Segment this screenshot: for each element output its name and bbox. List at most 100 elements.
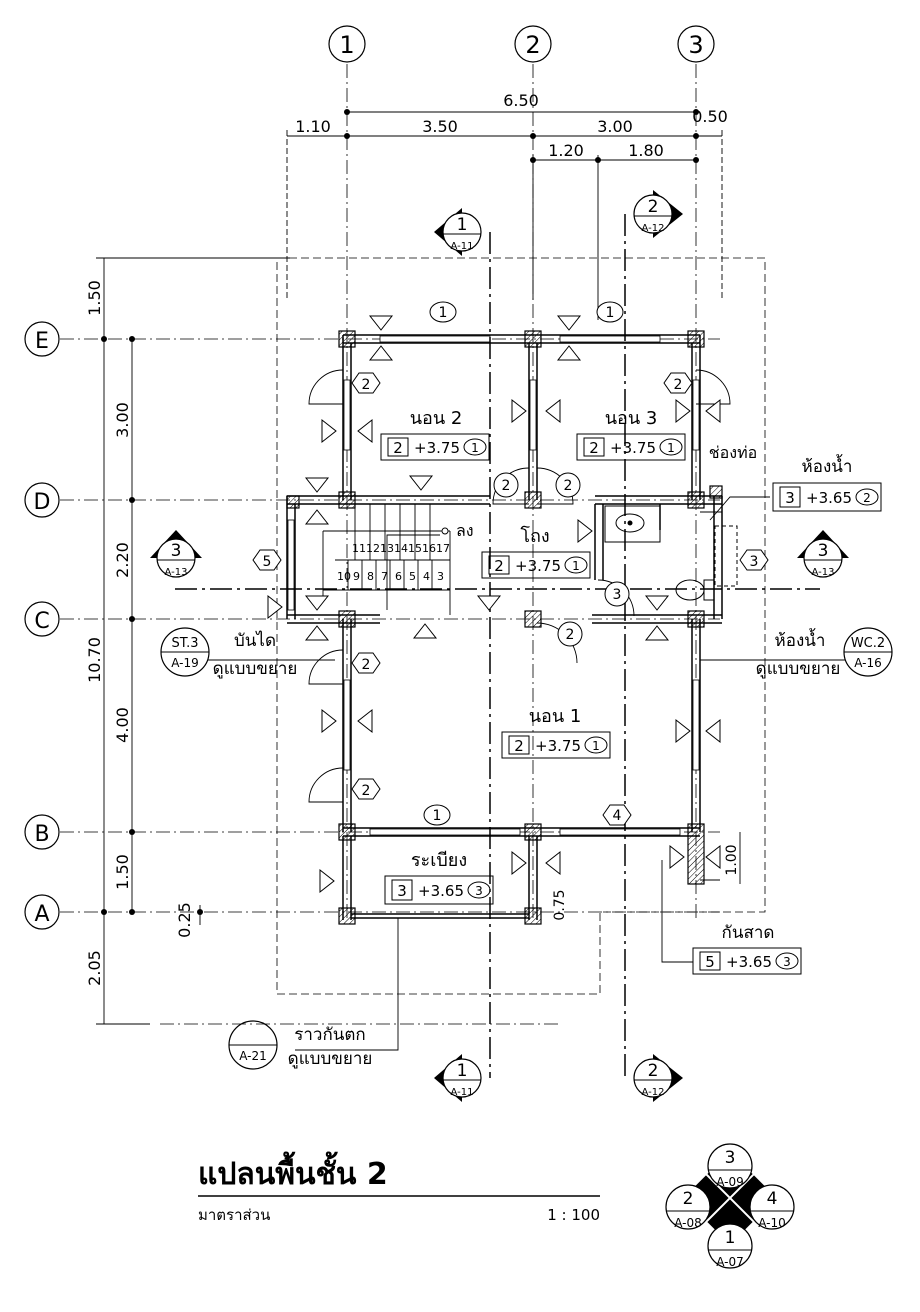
section-marker-3-left: 3 A-13 (150, 530, 202, 578)
room-hall: โถง 2 +3.75 1 (481, 525, 591, 579)
svg-text:ดูแบบขยาย: ดูแบบขยาย (756, 659, 841, 679)
dim-left-2-20: 2.20 (113, 542, 132, 578)
svg-text:2: 2 (514, 737, 524, 755)
svg-text:1: 1 (433, 808, 442, 824)
svg-text:+3.75: +3.75 (535, 737, 581, 755)
svg-text:ST.3: ST.3 (171, 636, 198, 651)
svg-text:นอน 1: นอน 1 (529, 706, 582, 727)
grid-bubble-E: E (24, 321, 60, 357)
svg-text:3: 3 (613, 587, 622, 603)
svg-text:โถง: โถง (520, 525, 549, 547)
svg-text:A-13: A-13 (812, 567, 835, 578)
svg-text:2: 2 (494, 557, 504, 575)
svg-text:2: 2 (393, 439, 403, 457)
svg-text:3: 3 (785, 489, 795, 507)
svg-text:+3.65: +3.65 (726, 953, 772, 971)
svg-text:D: D (34, 490, 51, 515)
stair-down-label: ลง (456, 521, 474, 540)
room-balcony: ระเบียง 3 +3.65 3 (384, 850, 494, 905)
svg-text:3: 3 (688, 31, 703, 59)
svg-text:2: 2 (362, 783, 371, 799)
dim-left-3-00: 3.00 (113, 402, 132, 438)
door-tags: 2 2 2 2 3 2 2 2 5 3 (252, 372, 769, 800)
svg-text:5: 5 (263, 554, 272, 570)
svg-text:A-12: A-12 (642, 1087, 665, 1098)
svg-text:11: 11 (352, 542, 366, 555)
stair-step-numbers: 11 12 13 14 15 16 17 10 9 8 7 6 5 4 3 (337, 542, 450, 583)
dim-0-75: 0.75 (552, 889, 568, 920)
svg-text:12: 12 (366, 542, 380, 555)
svg-text:2: 2 (648, 1061, 659, 1081)
svg-text:A-13: A-13 (165, 567, 188, 578)
svg-text:+3.65: +3.65 (806, 489, 852, 507)
dim-1-10: 1.10 (295, 117, 331, 136)
svg-text:1: 1 (572, 559, 580, 573)
columns (286, 330, 723, 925)
svg-text:2: 2 (674, 377, 683, 393)
roof-outline (276, 257, 766, 995)
dim-1-80: 1.80 (628, 141, 664, 160)
svg-text:3: 3 (437, 570, 444, 583)
svg-text:9: 9 (353, 570, 360, 583)
svg-text:2: 2 (648, 197, 659, 217)
bathroom-detail-ref: WC.2 A-16 ห้องน้ำ ดูแบบขยาย (756, 627, 893, 679)
svg-text:2: 2 (566, 627, 575, 643)
dim-1-20: 1.20 (548, 141, 584, 160)
svg-text:2: 2 (362, 377, 371, 393)
svg-text:3: 3 (475, 884, 483, 898)
svg-text:2: 2 (362, 657, 371, 673)
section-marker-2-top: 2 A-12 (633, 190, 683, 238)
svg-text:4: 4 (423, 570, 430, 583)
svg-text:ดูแบบขยาย: ดูแบบขยาย (288, 1049, 373, 1069)
svg-text:3: 3 (750, 554, 759, 570)
dim-0-50: 0.50 (692, 107, 728, 126)
section-marker-1-top: 1 A-11 (434, 208, 482, 256)
grid-bubble-C: C (24, 601, 60, 637)
svg-text:A-07: A-07 (716, 1255, 744, 1269)
dim-left-4-00: 4.00 (113, 707, 132, 743)
svg-text:ห้องน้ำ: ห้องน้ำ (775, 628, 826, 651)
svg-text:นอน 3: นอน 3 (605, 408, 658, 429)
dim-left-1-50b: 1.50 (113, 854, 132, 890)
dim-left-total: 10.70 (85, 637, 104, 683)
room-bedroom-1: นอน 1 2 +3.75 1 (501, 706, 611, 759)
svg-text:+3.75: +3.75 (515, 557, 561, 575)
svg-text:A-21: A-21 (239, 1049, 267, 1063)
stair (322, 504, 451, 615)
svg-text:A-11: A-11 (451, 241, 474, 252)
svg-text:10: 10 (337, 570, 351, 583)
dim-total-width: 6.50 (503, 91, 539, 110)
svg-text:+3.65: +3.65 (418, 882, 464, 900)
dim-left-1-50: 1.50 (85, 280, 104, 316)
scale-label: มาตราส่วน (198, 1206, 270, 1224)
svg-text:3: 3 (783, 955, 791, 969)
svg-text:1: 1 (457, 215, 468, 235)
svg-text:C: C (34, 609, 49, 634)
svg-text:1: 1 (606, 305, 615, 321)
svg-text:13: 13 (380, 542, 394, 555)
svg-text:A-19: A-19 (171, 656, 199, 670)
svg-text:1: 1 (339, 31, 354, 59)
svg-text:A-09: A-09 (716, 1175, 744, 1189)
svg-text:A: A (34, 902, 49, 927)
svg-text:1: 1 (667, 441, 675, 455)
svg-text:WC.2: WC.2 (851, 636, 885, 651)
svg-text:1: 1 (471, 441, 479, 455)
grid-bubble-3: 3 (677, 25, 715, 63)
windows (287, 335, 700, 836)
svg-text:1: 1 (725, 1228, 736, 1248)
dim-1-00: 1.00 (724, 844, 740, 875)
svg-text:นอน 2: นอน 2 (410, 408, 463, 429)
svg-text:A-08: A-08 (674, 1216, 702, 1230)
svg-text:ราวกันตก: ราวกันตก (294, 1025, 365, 1045)
grid-bubble-A: A (24, 894, 60, 930)
top-dimensions (286, 109, 723, 320)
svg-text:17: 17 (436, 542, 450, 555)
grid-bubble-1: 1 (328, 25, 366, 63)
drawing-title: แปลนพื้นชั้น 2 (198, 1151, 388, 1192)
rail-detail-ref: A-21 ราวกันตก ดูแบบขยาย (228, 1020, 373, 1070)
svg-text:16: 16 (422, 542, 436, 555)
grid-bubble-2: 2 (514, 25, 552, 63)
shaft-label: ช่องท่อ (709, 443, 757, 462)
